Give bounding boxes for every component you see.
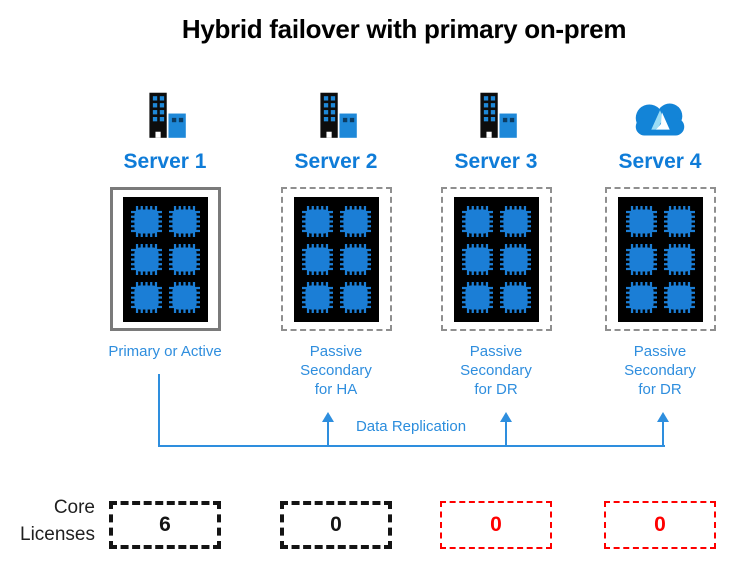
cpu-chip-icon (339, 205, 371, 237)
server-column-3: Server 3 Passive Secondary for DR (421, 86, 571, 399)
cpu-chip-grid (130, 205, 200, 313)
replication-arrow-server3 (505, 421, 507, 445)
arrow-up-icon (500, 412, 512, 422)
server-box (440, 187, 552, 331)
azure-cloud-icon (628, 86, 692, 142)
server-box (109, 187, 221, 331)
cpu-chip-icon (301, 243, 333, 275)
cpu-chip-icon (625, 243, 657, 275)
cpu-chip-icon (461, 243, 493, 275)
cpu-panel (453, 196, 539, 322)
arrow-up-icon (322, 412, 334, 422)
license-count-box-server2: 0 (280, 501, 392, 549)
cpu-chip-icon (625, 281, 657, 313)
license-count-box-server1: 6 (109, 501, 221, 549)
license-count: 0 (330, 513, 342, 536)
cpu-panel (122, 196, 208, 322)
replication-bus-line (158, 445, 665, 447)
server-column-2: Server 2 Passive Secondary for HA (261, 86, 411, 399)
cpu-chip-icon (130, 281, 162, 313)
cpu-chip-icon (499, 243, 531, 275)
server-status-label: Passive Secondary for DR (624, 343, 696, 398)
cpu-chip-icon (130, 205, 162, 237)
license-count-box-server4: 0 (604, 501, 716, 549)
cpu-chip-icon (499, 281, 531, 313)
cpu-chip-icon (663, 281, 695, 313)
cpu-chip-icon (168, 243, 200, 275)
cpu-chip-icon (339, 243, 371, 275)
cpu-chip-icon (301, 205, 333, 237)
cpu-chip-icon (301, 281, 333, 313)
server-box (280, 187, 392, 331)
cpu-panel (617, 196, 703, 322)
server-status-label: Primary or Active (108, 343, 222, 360)
cpu-chip-icon (625, 205, 657, 237)
core-licenses-label: Core Licenses (20, 497, 95, 545)
replication-arrow-server2 (327, 421, 329, 445)
replication-arrow-server4 (662, 421, 664, 445)
cpu-chip-grid (461, 205, 531, 313)
building-icon (310, 86, 362, 142)
arrow-up-icon (657, 412, 669, 422)
server-name: Server 3 (454, 150, 538, 173)
cpu-chip-icon (168, 205, 200, 237)
server-column-1: Server 1 Primary or Active (90, 86, 240, 361)
license-count: 0 (490, 513, 502, 536)
cpu-chip-icon (339, 281, 371, 313)
license-count: 6 (159, 513, 171, 536)
cpu-chip-icon (499, 205, 531, 237)
cpu-chip-grid (625, 205, 695, 313)
replication-source-line (158, 374, 160, 445)
server-name: Server 4 (618, 150, 702, 173)
cpu-chip-icon (168, 281, 200, 313)
server-status-label: Passive Secondary for DR (460, 343, 532, 398)
cpu-chip-grid (301, 205, 371, 313)
diagram-title: Hybrid failover with primary on-prem (181, 14, 627, 44)
cpu-chip-icon (663, 205, 695, 237)
cpu-chip-icon (461, 205, 493, 237)
server-column-4: Server 4 Passive Secondary for DR (585, 86, 735, 399)
cpu-panel (293, 196, 379, 322)
data-replication-label: Data Replication (355, 418, 467, 435)
server-box (604, 187, 716, 331)
server-name: Server 2 (294, 150, 378, 173)
license-count-box-server3: 0 (440, 501, 552, 549)
cpu-chip-icon (663, 243, 695, 275)
server-name: Server 1 (123, 150, 207, 173)
server-status-label: Passive Secondary for HA (300, 343, 372, 398)
cpu-chip-icon (130, 243, 162, 275)
license-count: 0 (654, 513, 666, 536)
cpu-chip-icon (461, 281, 493, 313)
building-icon (139, 86, 191, 142)
building-icon (470, 86, 522, 142)
